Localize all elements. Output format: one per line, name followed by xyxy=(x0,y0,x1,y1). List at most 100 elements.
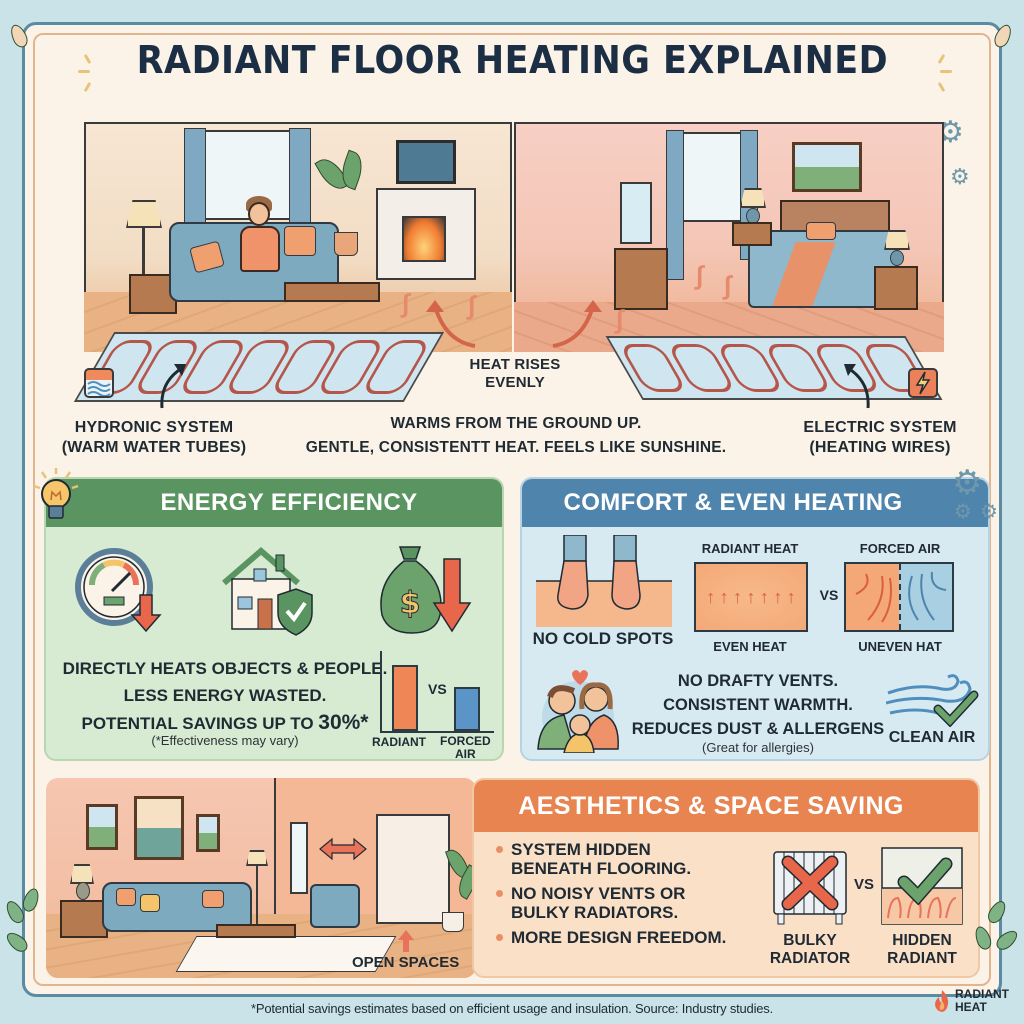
savings-value: 30%* xyxy=(318,711,369,734)
chart-label-radiant: RADIANT xyxy=(372,735,426,749)
pointer-arrow-icon xyxy=(160,364,186,409)
clean-air-label: CLEAN AIR xyxy=(888,729,976,746)
heat-arrow-icon: ↑ xyxy=(746,586,756,607)
clean-air-icon xyxy=(886,674,979,727)
pillow xyxy=(116,888,136,906)
comfort-panel: COMFORT & EVEN HEATING NO COLD SPOTS RAD… xyxy=(520,477,990,761)
airflow-arrows-icon xyxy=(855,571,947,623)
coffee-table xyxy=(284,282,380,302)
house-shield-icon xyxy=(222,547,313,636)
up-arrow-icon xyxy=(398,930,414,952)
gear-icon: ⚙ xyxy=(952,464,983,502)
gear-icon: ⚙ xyxy=(954,501,972,523)
wall-picture xyxy=(196,814,220,852)
mirror xyxy=(620,182,652,244)
heat-wave-icon: ∫ xyxy=(468,290,476,320)
table-lamp xyxy=(70,864,94,884)
forced-air-title: FORCED AIR xyxy=(859,541,941,556)
bulky-radiator-label: BULKY RADIATOR xyxy=(769,932,851,967)
heat-wave-icon: ∫ xyxy=(616,304,624,334)
aesthetics-header: AESTHETICS & SPACE SAVING xyxy=(474,780,978,832)
radiant-heat-diagram: ↑ ↑ ↑ ↑ ↑ ↑ ↑ xyxy=(694,562,808,632)
dresser xyxy=(614,248,668,310)
curved-arrow-icon xyxy=(552,300,602,348)
heat-arrow-icon: ↑ xyxy=(786,586,796,607)
curtain xyxy=(666,130,684,280)
gear-icon: ⚙ xyxy=(950,164,970,189)
heat-arrow-icon: ↑ xyxy=(733,586,743,607)
happy-family-icon xyxy=(537,670,619,753)
page-title: RADIANT FLOOR HEATING EXPLAINED xyxy=(136,38,888,82)
hydronic-system-label: HYDRONIC SYSTEM (WARM WATER TUBES) xyxy=(61,419,247,456)
radiant-vs-forced-air-chart: VS xyxy=(380,651,494,733)
svg-text:$: $ xyxy=(400,586,421,621)
water-waves-icon xyxy=(84,368,114,398)
comfort-header: COMFORT & EVEN HEATING xyxy=(522,479,988,527)
pillow xyxy=(202,890,224,908)
open-spaces-label: OPEN SPACES xyxy=(352,954,460,971)
lamp-base xyxy=(890,250,904,266)
nightstand xyxy=(732,222,772,246)
doorway xyxy=(376,814,450,924)
warm-feet-icon xyxy=(536,535,672,627)
heat-arrow-icon: ↑ xyxy=(719,586,729,607)
flame-icon xyxy=(935,990,949,1012)
radiant-bar xyxy=(392,665,418,731)
comfort-vs-label: VS xyxy=(819,587,839,603)
side-cabinet xyxy=(60,900,108,938)
open-living-room-illustration: OPEN SPACES xyxy=(46,778,476,978)
person-body xyxy=(240,226,280,272)
title-container: RADIANT FLOOR HEATING EXPLAINED xyxy=(0,38,1024,82)
heat-arrow-icon: ↑ xyxy=(773,586,783,607)
brand-logo: RADIANT HEAT xyxy=(933,988,1009,1014)
lightbulb-icon xyxy=(33,468,79,519)
floor-lamp xyxy=(246,850,268,866)
footer-note: *Potential savings estimates based on ef… xyxy=(250,1001,774,1016)
forced-air-diagram xyxy=(844,562,954,632)
heat-arrow-icon: ↑ xyxy=(759,586,769,607)
armchair xyxy=(310,884,360,928)
hero-illustration: ∫ ∫ ∫ ∫ ∫ xyxy=(73,122,944,402)
window xyxy=(680,132,744,222)
wall-picture xyxy=(134,796,184,860)
gear-icon: ⚙ xyxy=(980,501,998,523)
coffee-table xyxy=(216,924,296,938)
bullet-item: MORE DESIGN FREEDOM. xyxy=(496,928,796,947)
electric-system-label: ELECTRIC SYSTEM (HEATING WIRES) xyxy=(803,419,957,456)
effectiveness-note: (*Effectiveness may vary) xyxy=(151,733,299,748)
wall-picture xyxy=(86,804,118,850)
pointer-arrow-icon xyxy=(844,364,870,409)
tripod-lamp-legs xyxy=(256,866,258,926)
bullet-dot-icon xyxy=(496,846,503,853)
heat-wave-icon: ∫ xyxy=(724,270,732,300)
forced-air-bar xyxy=(454,687,480,731)
tall-window xyxy=(290,822,308,894)
heat-arrow-icon: ↑ xyxy=(706,586,716,607)
hero-tagline: WARMS FROM THE GROUND UP. GENTLE, CONSIS… xyxy=(305,415,727,456)
comfort-description: NO DRAFTY VENTS. CONSISTENT WARMTH. REDU… xyxy=(628,669,888,755)
plant-pot xyxy=(334,232,358,256)
no-cold-spots-label: NO COLD SPOTS xyxy=(532,629,674,648)
curved-arrow-icon xyxy=(426,300,476,348)
double-arrow-icon xyxy=(319,837,367,861)
fire xyxy=(402,216,446,262)
chart-vs-label: VS xyxy=(428,681,447,697)
lamp-base xyxy=(76,882,90,900)
nightstand xyxy=(874,266,918,310)
wall-picture xyxy=(792,142,862,192)
even-heat-caption: EVEN HEAT xyxy=(713,639,787,654)
title-sparkle-left-icon xyxy=(78,53,96,94)
heat-rises-label: HEAT RISES EVENLY xyxy=(469,356,561,391)
title-sparkle-right-icon xyxy=(934,53,952,94)
aesthetics-vs-label: VS xyxy=(853,876,874,893)
allergies-note: (Great for allergies) xyxy=(702,740,814,755)
lightning-bolt-icon xyxy=(908,368,938,398)
chart-label-forced-air: FORCED AIR xyxy=(440,734,491,761)
lamp-pole xyxy=(142,228,145,308)
energy-efficiency-panel: ENERGY EFFICIENCY $ DIRECTLY HEATS OBJEC… xyxy=(44,477,504,761)
radiant-heat-title: RADIANT HEAT xyxy=(701,541,799,556)
hidden-radiant-label: HIDDEN RADIANT xyxy=(887,932,957,967)
